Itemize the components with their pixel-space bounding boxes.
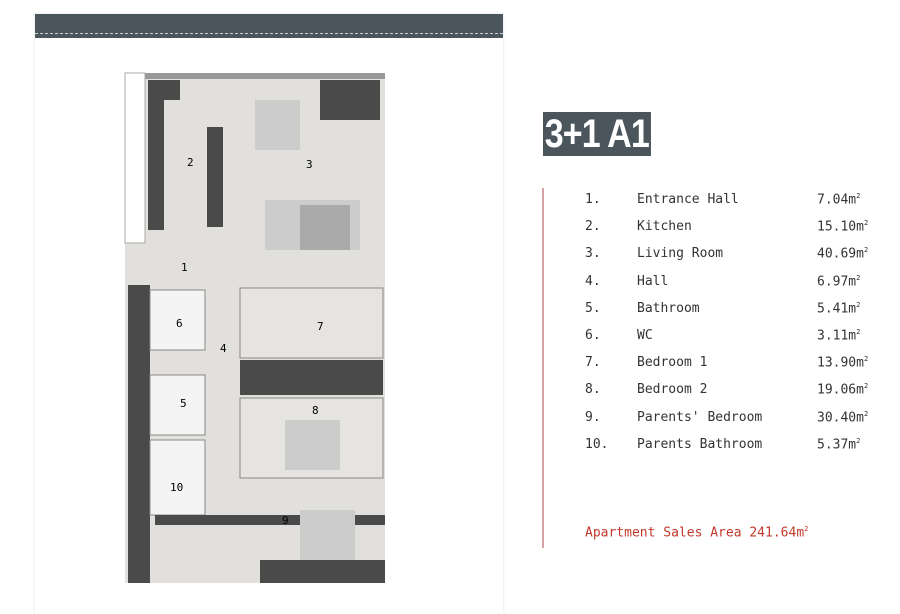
plan-label: 3 <box>306 158 313 171</box>
room-number: 8. <box>585 382 601 398</box>
room-number: 2. <box>585 219 601 235</box>
room-number: 10. <box>585 436 609 452</box>
plan-label: 2 <box>187 156 194 169</box>
room-number: 4. <box>585 273 601 289</box>
floor-plan: 2 3 1 6 7 4 5 8 10 9 <box>124 72 385 583</box>
room-row: 5. Bathroom 5.41m2 <box>585 301 885 328</box>
room-name: Bathroom <box>637 300 700 316</box>
room-area: 3.11m2 <box>817 327 861 344</box>
room-row: 7. Bedroom 1 13.90m2 <box>585 355 885 382</box>
card-header <box>35 14 503 38</box>
plan-label: 9 <box>282 514 289 527</box>
room-number: 6. <box>585 327 601 343</box>
room-row: 8. Bedroom 2 19.06m2 <box>585 382 885 409</box>
room-area: 13.90m2 <box>817 355 869 371</box>
accent-divider <box>542 188 544 548</box>
room-area: 7.04m2 <box>817 192 861 208</box>
room-row: 2. Kitchen 15.10m2 <box>585 219 885 246</box>
room-row: 6. WC 3.11m2 <box>585 328 885 355</box>
plan-label: 7 <box>317 320 324 333</box>
plan-label: 5 <box>180 397 187 410</box>
room-area: 19.06m2 <box>817 382 869 398</box>
room-name: Bedroom 1 <box>637 355 708 371</box>
room-name: WC <box>637 327 653 343</box>
room-area: 5.41m2 <box>817 300 861 317</box>
plan-label: 6 <box>176 317 183 330</box>
room-name: Entrance Hall <box>637 192 739 207</box>
plan-label: 1 <box>181 261 188 274</box>
room-name: Parents Bathroom <box>637 436 763 452</box>
plan-label: 8 <box>312 404 319 417</box>
unit-type-title: 3+1 A1 <box>543 112 651 156</box>
room-number: 3. <box>585 246 601 262</box>
room-name: Hall <box>637 273 669 289</box>
room-number: 1. <box>585 192 601 207</box>
room-area: 5.37m2 <box>817 436 861 453</box>
room-row: 1. Entrance Hall 7.04m2 <box>585 192 885 219</box>
room-name: Parents' Bedroom <box>637 409 763 425</box>
room-row: 9. Parents' Bedroom 30.40m2 <box>585 410 885 437</box>
plan-label: 10 <box>170 481 183 494</box>
room-number: 9. <box>585 409 601 425</box>
room-area: 6.97m2 <box>817 273 861 289</box>
room-area: 30.40m2 <box>817 409 869 425</box>
room-row: 4. Hall 6.97m2 <box>585 274 885 301</box>
room-area: 40.69m2 <box>817 246 869 262</box>
room-list: 1. Entrance Hall 7.04m2 2. Kitchen 15.10m2 3… <box>585 192 885 464</box>
room-name: Living Room <box>637 246 724 262</box>
room-name: Kitchen <box>637 219 692 235</box>
plan-label: 4 <box>220 342 227 355</box>
sales-area: Apartment Sales Area 241.64m2 <box>585 525 809 541</box>
room-name: Bedroom 2 <box>637 382 708 398</box>
room-number: 5. <box>585 300 601 316</box>
room-area: 15.10m2 <box>817 219 869 235</box>
room-row: 3. Living Room 40.69m2 <box>585 246 885 273</box>
room-row: 10. Parents Bathroom 5.37m2 <box>585 437 885 464</box>
room-number: 7. <box>585 355 601 371</box>
